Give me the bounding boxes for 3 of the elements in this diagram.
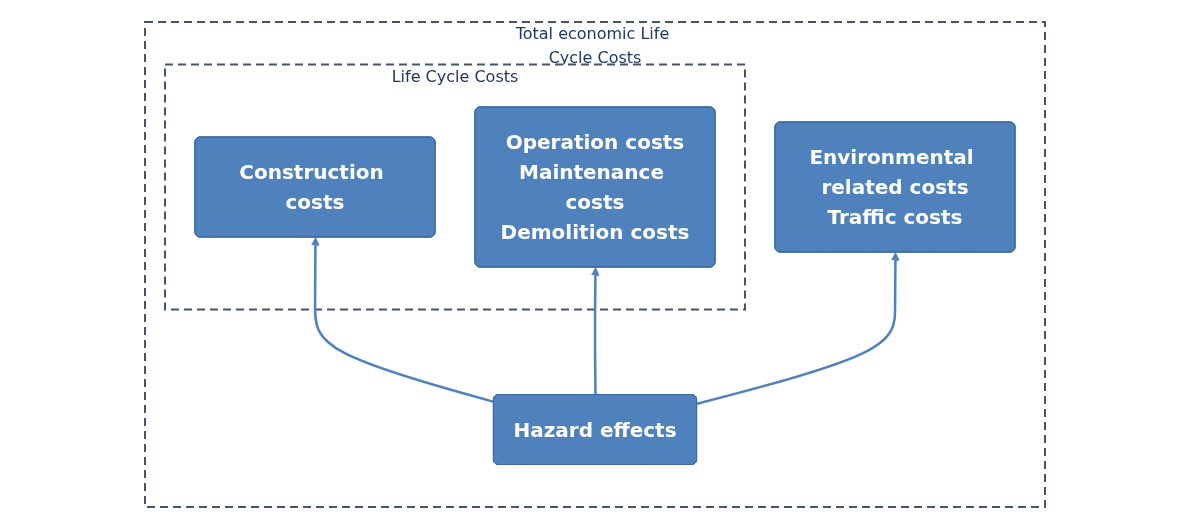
arrow [591,266,600,395]
arrow [311,236,495,403]
arrow [696,251,900,405]
